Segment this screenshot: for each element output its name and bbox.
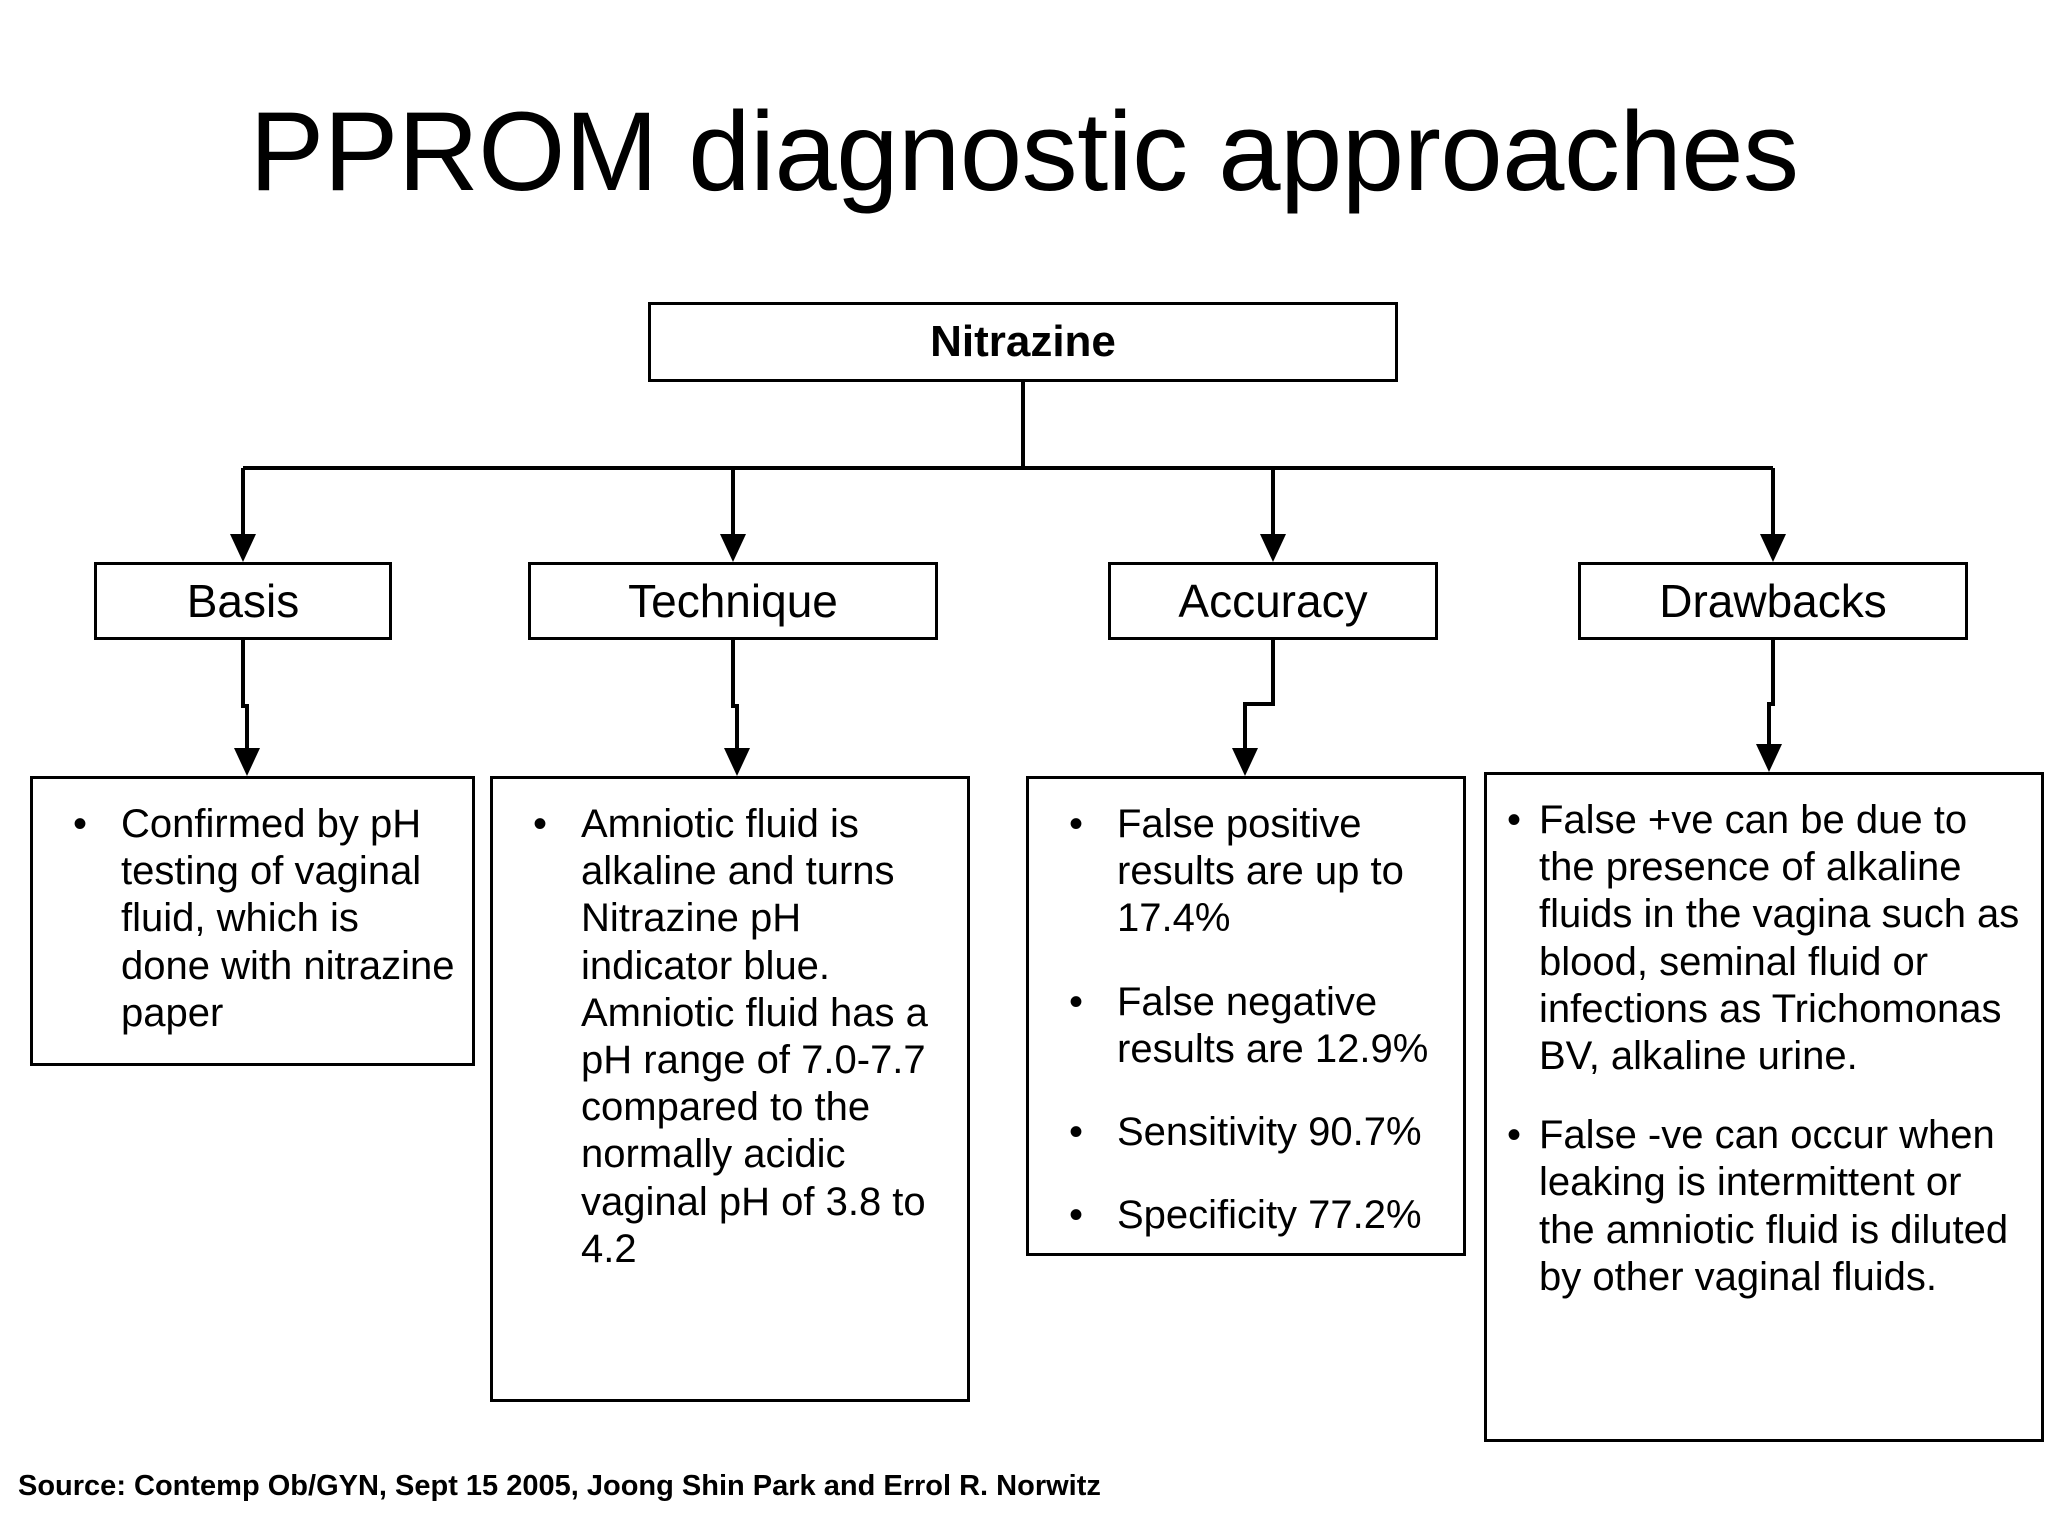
content-box-accuracy: • False positive results are up to 17.4%… [1026,776,1466,1256]
bullet-icon: • [1069,979,1084,1024]
bullet-text: False +ve can be due to the presence of … [1539,798,2020,1078]
bullet-list-drawbacks: • False +ve can be due to the presence o… [1505,797,2025,1301]
node-drawbacks-label: Drawbacks [1659,574,1887,627]
node-accuracy[interactable]: Accuracy [1108,562,1438,640]
node-nitrazine[interactable]: Nitrazine [648,302,1398,382]
bullet-list-accuracy: • False positive results are up to 17.4%… [1047,801,1447,1239]
connector-drawbacks-to-content [1767,640,1775,758]
node-nitrazine-label: Nitrazine [930,316,1116,366]
bullet-list-basis: • Confirmed by pH testing of vaginal flu… [51,801,456,1037]
bullet-icon: • [1069,1193,1084,1238]
bullet-text: False positive results are up to 17.4% [1117,802,1404,941]
connector-accuracy-to-content [1243,640,1275,762]
content-box-drawbacks: • False +ve can be due to the presence o… [1484,772,2044,1442]
list-item: • Amniotic fluid is alkaline and turns N… [511,801,951,1273]
list-item: • Specificity 77.2% [1047,1192,1447,1239]
page-title: PPROM diagnostic approaches [249,89,1799,214]
list-item: • Confirmed by pH testing of vaginal flu… [51,801,456,1037]
bullet-icon: • [1507,798,1522,842]
content-box-basis: • Confirmed by pH testing of vaginal flu… [30,776,475,1066]
list-item: • False positive results are up to 17.4% [1047,801,1447,943]
bullet-text: Confirmed by pH testing of vaginal fluid… [121,802,455,1035]
connector-arrowheads-level2 [230,534,1786,562]
list-item: • False +ve can be due to the presence o… [1505,797,2025,1080]
list-item: • False -ve can occur when leaking is in… [1505,1112,2025,1301]
bullet-icon: • [1069,1109,1084,1154]
bullet-text: Specificity 77.2% [1117,1193,1422,1238]
connector-technique-to-content [731,640,739,762]
node-accuracy-label: Accuracy [1178,574,1368,627]
bullet-text: False negative results are 12.9% [1117,979,1429,1071]
node-technique-label: Technique [628,574,838,627]
node-technique[interactable]: Technique [528,562,938,640]
bullet-list-technique: • Amniotic fluid is alkaline and turns N… [511,801,951,1273]
content-box-technique: • Amniotic fluid is alkaline and turns N… [490,776,970,1402]
list-item: • Sensitivity 90.7% [1047,1109,1447,1156]
connector-basis-to-content [241,640,249,762]
node-basis-label: Basis [186,574,300,627]
bullet-text: False -ve can occur when leaking is inte… [1539,1113,2009,1299]
source-citation: Source: Contemp Ob/GYN, Sept 15 2005, Jo… [18,1470,1101,1502]
node-basis[interactable]: Basis [94,562,392,640]
bullet-icon: • [533,802,548,846]
bullet-icon: • [1069,802,1084,846]
list-item: • False negative results are 12.9% [1047,979,1447,1073]
node-drawbacks[interactable]: Drawbacks [1578,562,1968,640]
bullet-text: Sensitivity 90.7% [1117,1109,1422,1154]
bullet-icon: • [1507,1113,1522,1158]
bullet-icon: • [73,802,88,846]
bullet-text: Amniotic fluid is alkaline and turns Nit… [581,802,928,1271]
